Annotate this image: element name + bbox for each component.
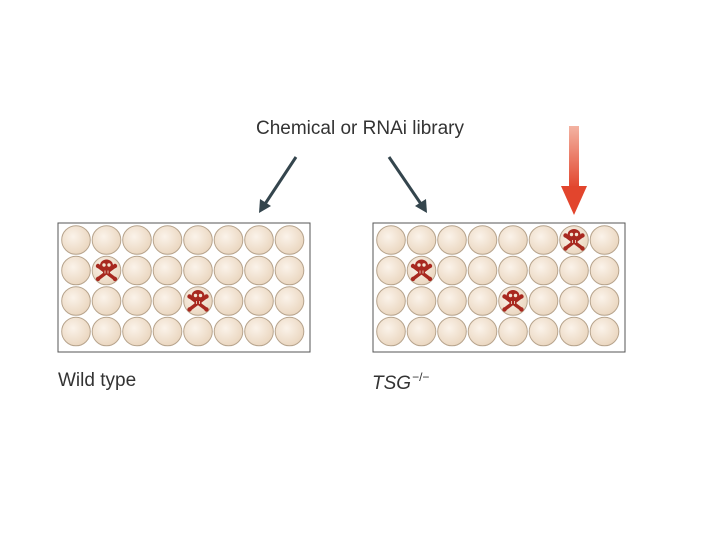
well <box>61 255 91 286</box>
well <box>91 316 122 347</box>
well <box>213 255 244 286</box>
well <box>183 225 213 255</box>
well <box>244 316 274 347</box>
well <box>467 316 498 347</box>
well <box>61 286 91 316</box>
well <box>274 255 305 286</box>
well <box>589 286 620 316</box>
well <box>467 286 498 316</box>
well <box>528 225 559 255</box>
well <box>91 286 122 316</box>
well <box>122 316 152 347</box>
tsg-label-text: TSG <box>372 373 412 394</box>
well <box>152 286 183 316</box>
well <box>437 225 467 255</box>
tsg-label-superscript: −/− <box>412 370 430 384</box>
red-arrow-hit <box>561 126 587 215</box>
well <box>437 286 467 316</box>
well <box>61 316 91 347</box>
well <box>244 225 274 255</box>
well <box>437 316 467 347</box>
well <box>437 255 467 286</box>
well <box>183 255 213 286</box>
arrow-to-tsg <box>387 156 427 213</box>
well <box>498 225 528 255</box>
well <box>589 255 620 286</box>
well <box>528 255 559 286</box>
well <box>467 255 498 286</box>
well <box>244 286 274 316</box>
well <box>244 255 274 286</box>
well <box>498 255 528 286</box>
well <box>528 316 559 347</box>
well <box>559 255 589 286</box>
well <box>559 316 589 347</box>
well <box>559 286 589 316</box>
wild-type-label: Wild type <box>58 370 137 391</box>
well <box>152 225 183 255</box>
well <box>406 286 437 316</box>
well <box>61 225 91 255</box>
well <box>183 316 213 347</box>
well <box>498 316 528 347</box>
well <box>122 255 152 286</box>
well <box>467 225 498 255</box>
well <box>152 316 183 347</box>
well <box>376 225 406 255</box>
tsg-label: TSG−/− <box>372 370 429 395</box>
well <box>406 225 437 255</box>
well <box>406 316 437 347</box>
well <box>589 316 620 347</box>
well <box>122 286 152 316</box>
well-plate-tsg <box>372 222 626 353</box>
well <box>213 225 244 255</box>
well <box>528 286 559 316</box>
well <box>213 286 244 316</box>
well <box>376 255 406 286</box>
well <box>152 255 183 286</box>
arrow-to-wild-type <box>259 156 298 213</box>
well <box>376 316 406 347</box>
well <box>213 316 244 347</box>
well <box>91 225 122 255</box>
well <box>274 316 305 347</box>
well <box>589 225 620 255</box>
well <box>122 225 152 255</box>
well <box>376 286 406 316</box>
well <box>274 225 305 255</box>
well-plate-wild-type <box>57 222 311 353</box>
library-label: Chemical or RNAi library <box>256 118 464 139</box>
well <box>274 286 305 316</box>
